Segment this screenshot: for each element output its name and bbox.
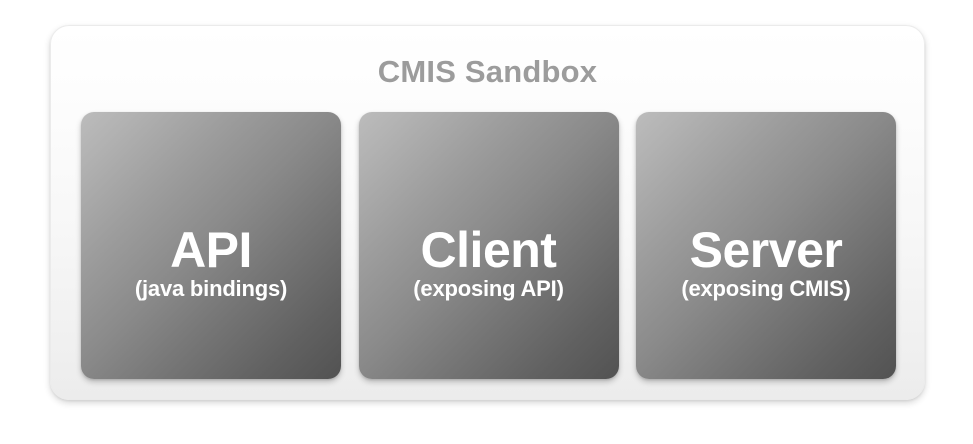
client-subtitle: (exposing API) bbox=[413, 276, 564, 302]
component-box-api[interactable]: API (java bindings) bbox=[81, 112, 341, 379]
server-label-stack: Server (exposing CMIS) bbox=[636, 225, 896, 301]
component-box-client[interactable]: Client (exposing API) bbox=[358, 112, 619, 379]
api-subtitle: (java bindings) bbox=[134, 276, 288, 302]
component-box-row: API (java bindings) Client (exposing API… bbox=[81, 112, 896, 379]
client-title: Client bbox=[420, 222, 557, 279]
client-label-stack: Client (exposing API) bbox=[359, 225, 619, 301]
server-title: Server bbox=[689, 222, 843, 279]
api-title: API bbox=[170, 222, 252, 279]
component-box-server[interactable]: Server (exposing CMIS) bbox=[636, 112, 896, 379]
cmis-sandbox-container: CMIS Sandbox API (java bindings) Client … bbox=[50, 25, 925, 400]
sandbox-title: CMIS Sandbox bbox=[377, 54, 598, 89]
api-label-stack: API (java bindings) bbox=[81, 225, 341, 301]
server-subtitle: (exposing CMIS) bbox=[681, 276, 851, 302]
